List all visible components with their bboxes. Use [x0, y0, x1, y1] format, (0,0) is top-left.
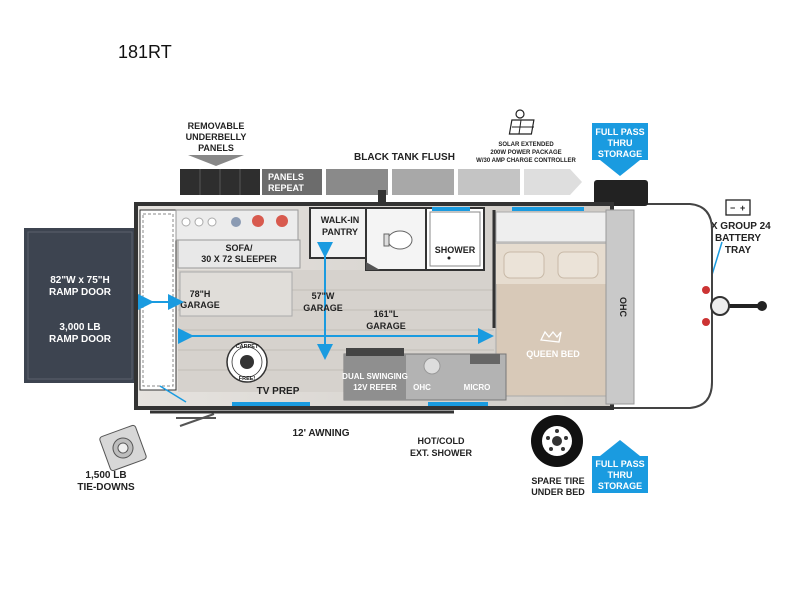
full-pass-storage-bottom: FULL PASS THRU STORAGE [592, 440, 648, 493]
svg-text:+: + [740, 203, 745, 213]
svg-text:FULL PASS: FULL PASS [595, 459, 644, 469]
svg-text:SOLAR EXTENDED: SOLAR EXTENDED [498, 142, 554, 148]
full-pass-storage-top: FULL PASS THRU STORAGE [592, 123, 648, 176]
ext-shower-label: HOT/COLD EXT. SHOWER [410, 436, 473, 458]
queen-bed: QUEEN BED [495, 243, 607, 397]
svg-text:PANELS: PANELS [198, 143, 234, 153]
svg-text:UNDER BED: UNDER BED [531, 487, 585, 497]
garage-dimensions: 57"W GARAGE 161"L GARAGE [138, 242, 494, 360]
carpet-free-badge: CARPET FREE! [226, 341, 268, 383]
svg-text:PANELS: PANELS [268, 172, 304, 182]
svg-text:WALK-IN: WALK-IN [321, 215, 360, 225]
underbelly-panels-strip: PANELS REPEAT [180, 169, 582, 195]
svg-text:STORAGE: STORAGE [598, 149, 642, 159]
rear-garage-opening [139, 209, 177, 391]
down-arrow-icon [188, 155, 244, 166]
window-bath [432, 207, 470, 211]
svg-text:12V REFER: 12V REFER [353, 383, 397, 392]
svg-text:CARPET: CARPET [236, 344, 259, 350]
black-tank-flush-label: BLACK TANK FLUSH [354, 152, 455, 163]
svg-text:SPARE TIRE: SPARE TIRE [531, 476, 584, 486]
kitchen-counter: DUAL SWINGING 12V REFER OHC MICRO [342, 348, 507, 401]
window-lower [232, 402, 310, 406]
svg-text:GARAGE: GARAGE [366, 321, 406, 331]
svg-text:DUAL SWINGING: DUAL SWINGING [342, 372, 408, 381]
svg-text:57"W: 57"W [312, 291, 335, 301]
svg-text:TRAY: TRAY [725, 245, 752, 256]
svg-text:200W POWER PACKAGE: 200W POWER PACKAGE [490, 150, 561, 156]
tie-down-callout-line [159, 385, 187, 403]
svg-text:SOFA/: SOFA/ [225, 243, 253, 253]
svg-text:GARAGE: GARAGE [180, 300, 220, 310]
garage-floor-panel [179, 271, 293, 317]
battery-icon: − + [725, 199, 751, 216]
garage-height-label: 78"H [190, 289, 211, 299]
solar-package-callout: SOLAR EXTENDED 200W POWER PACKAGE W/30 A… [476, 109, 577, 164]
svg-text:GARAGE: GARAGE [303, 303, 343, 313]
svg-text:30 X 72 SLEEPER: 30 X 72 SLEEPER [201, 254, 277, 264]
svg-text:TIE-DOWNS: TIE-DOWNS [77, 482, 135, 493]
crown-icon [540, 330, 562, 343]
awning: 12' AWNING [150, 410, 454, 439]
sofa-sleeper: SOFA/ 30 X 72 SLEEPER [177, 239, 301, 269]
window-kitchen [428, 402, 488, 406]
svg-text:82"W x 75"H: 82"W x 75"H [50, 275, 110, 286]
bathroom: SHOWER [365, 207, 485, 271]
svg-text:THRU: THRU [608, 470, 633, 480]
tie-down: 1,500 LB TIE-DOWNS [77, 424, 147, 493]
svg-text:FULL PASS: FULL PASS [595, 127, 644, 137]
shower-label: SHOWER [435, 245, 476, 255]
bedroom-ohc-top [495, 211, 607, 243]
toilet-icon [387, 230, 413, 250]
black-tank-flush-fitting [378, 190, 386, 202]
svg-text:RAMP DOOR: RAMP DOOR [49, 334, 112, 345]
svg-text:RAMP DOOR: RAMP DOOR [49, 287, 112, 298]
svg-text:12' AWNING: 12' AWNING [292, 428, 349, 439]
walk-in-pantry: WALK-IN PANTRY [309, 207, 367, 259]
spare-tire: SPARE TIRE UNDER BED [531, 415, 585, 497]
svg-text:BATTERY: BATTERY [715, 233, 761, 244]
svg-text:UNDERBELLY: UNDERBELLY [186, 132, 247, 142]
svg-text:FREE!: FREE! [239, 376, 256, 382]
svg-text:−: − [730, 203, 735, 213]
battery-callout: − + 2X GROUP 24 BATTERY TRAY [705, 199, 771, 289]
svg-text:2X GROUP 24: 2X GROUP 24 [705, 221, 771, 232]
ohc-cabinet [605, 209, 635, 405]
ramp-door: 82"W x 75"H RAMP DOOR 3,000 LB RAMP DOOR [24, 228, 136, 383]
svg-text:OHC: OHC [413, 383, 431, 392]
svg-text:REPEAT: REPEAT [268, 183, 304, 193]
svg-text:3,000 LB: 3,000 LB [59, 322, 100, 333]
svg-text:MICRO: MICRO [464, 383, 491, 392]
removable-underbelly-callout: REMOVABLE UNDERBELLY PANELS [186, 121, 247, 166]
window-bed [512, 207, 584, 211]
tie-down-icon [99, 424, 147, 472]
drain-icon [447, 256, 451, 260]
model-title: 181RT [118, 42, 172, 62]
tv-prep-label: TV PREP [257, 386, 300, 397]
svg-text:PANTRY: PANTRY [322, 227, 358, 237]
svg-text:STORAGE: STORAGE [598, 481, 642, 491]
svg-text:QUEEN BED: QUEEN BED [526, 349, 580, 359]
svg-text:161"L: 161"L [374, 309, 399, 319]
svg-text:EXT. SHOWER: EXT. SHOWER [410, 448, 473, 458]
rear-shelf [175, 209, 299, 241]
svg-text:THRU: THRU [608, 138, 633, 148]
tire-icon [531, 415, 583, 467]
svg-text:1,500 LB: 1,500 LB [85, 470, 126, 481]
svg-text:W/30 AMP CHARGE CONTROLLER: W/30 AMP CHARGE CONTROLLER [476, 158, 576, 164]
svg-text:REMOVABLE: REMOVABLE [188, 121, 245, 131]
solar-panel-icon [508, 109, 535, 135]
svg-text:HOT/COLD: HOT/COLD [418, 436, 465, 446]
ohc-vertical-label: OHC [618, 297, 628, 318]
sink-icon [423, 357, 441, 375]
